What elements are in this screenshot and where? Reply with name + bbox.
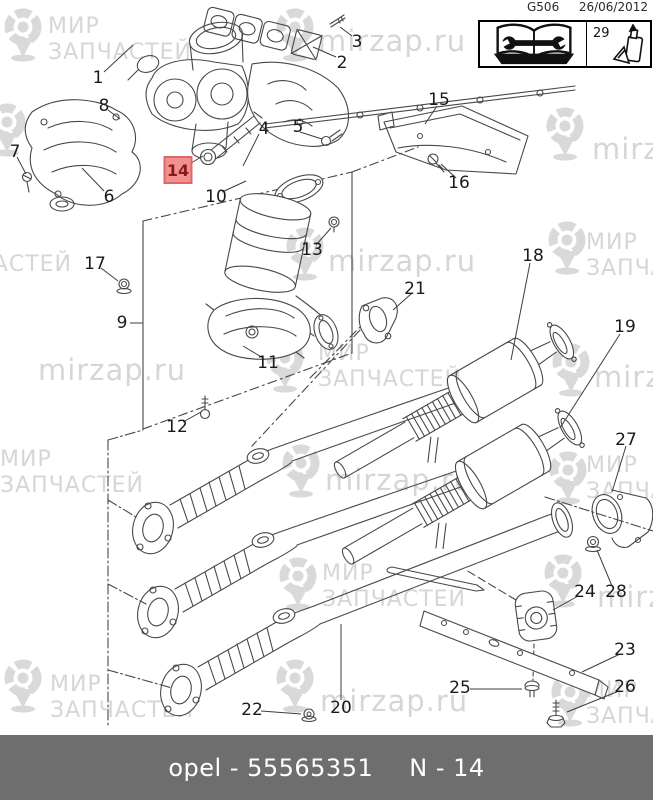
callout-24[interactable]: 24 [574,582,596,602]
footer-page-number: N - 14 [409,753,485,782]
callout-18[interactable]: 18 [522,246,544,266]
callout-27[interactable]: 27 [615,430,637,450]
callout-19[interactable]: 19 [614,317,636,337]
callout-23[interactable]: 23 [614,640,636,660]
callout-13[interactable]: 13 [301,240,323,260]
footer-part-number: opel - 55565351 [168,753,374,782]
callout-25[interactable]: 25 [449,678,471,698]
callout-10[interactable]: 10 [205,187,227,207]
callout-20[interactable]: 20 [330,698,352,718]
callout-3[interactable]: 3 [351,32,363,52]
sealant-item-number: 29 [593,26,610,41]
callout-11[interactable]: 11 [257,353,279,373]
book-wrench-icon [493,23,575,65]
callout-5[interactable]: 5 [292,117,304,137]
callout-9[interactable]: 9 [116,313,128,333]
callout-21[interactable]: 21 [404,279,426,299]
callout-8[interactable]: 8 [98,96,110,116]
callout-2[interactable]: 2 [336,53,348,73]
callout-17[interactable]: 17 [84,254,106,274]
drawing-code: G506 [527,0,560,14]
callout-14[interactable]: 14 [163,156,193,184]
drawing-date: 26/06/2012 [578,0,648,14]
glue-bottle-icon [612,24,644,65]
footer-bar: opel - 55565351 N - 14 [0,735,653,800]
callout-16[interactable]: 16 [448,173,470,193]
callout-15[interactable]: 15 [428,90,450,110]
exploded-parts-drawing [16,6,653,728]
callout-7[interactable]: 7 [9,142,21,162]
callout-28[interactable]: 28 [605,582,627,602]
manual-reference-box [478,20,588,68]
callout-1[interactable]: 1 [92,68,104,88]
callout-22[interactable]: 22 [241,700,263,720]
callout-12[interactable]: 12 [166,417,188,437]
callout-6[interactable]: 6 [103,187,115,207]
callout-26[interactable]: 26 [614,677,636,697]
sealant-reference-box: 29 [587,20,652,68]
callout-4[interactable]: 4 [258,119,270,139]
